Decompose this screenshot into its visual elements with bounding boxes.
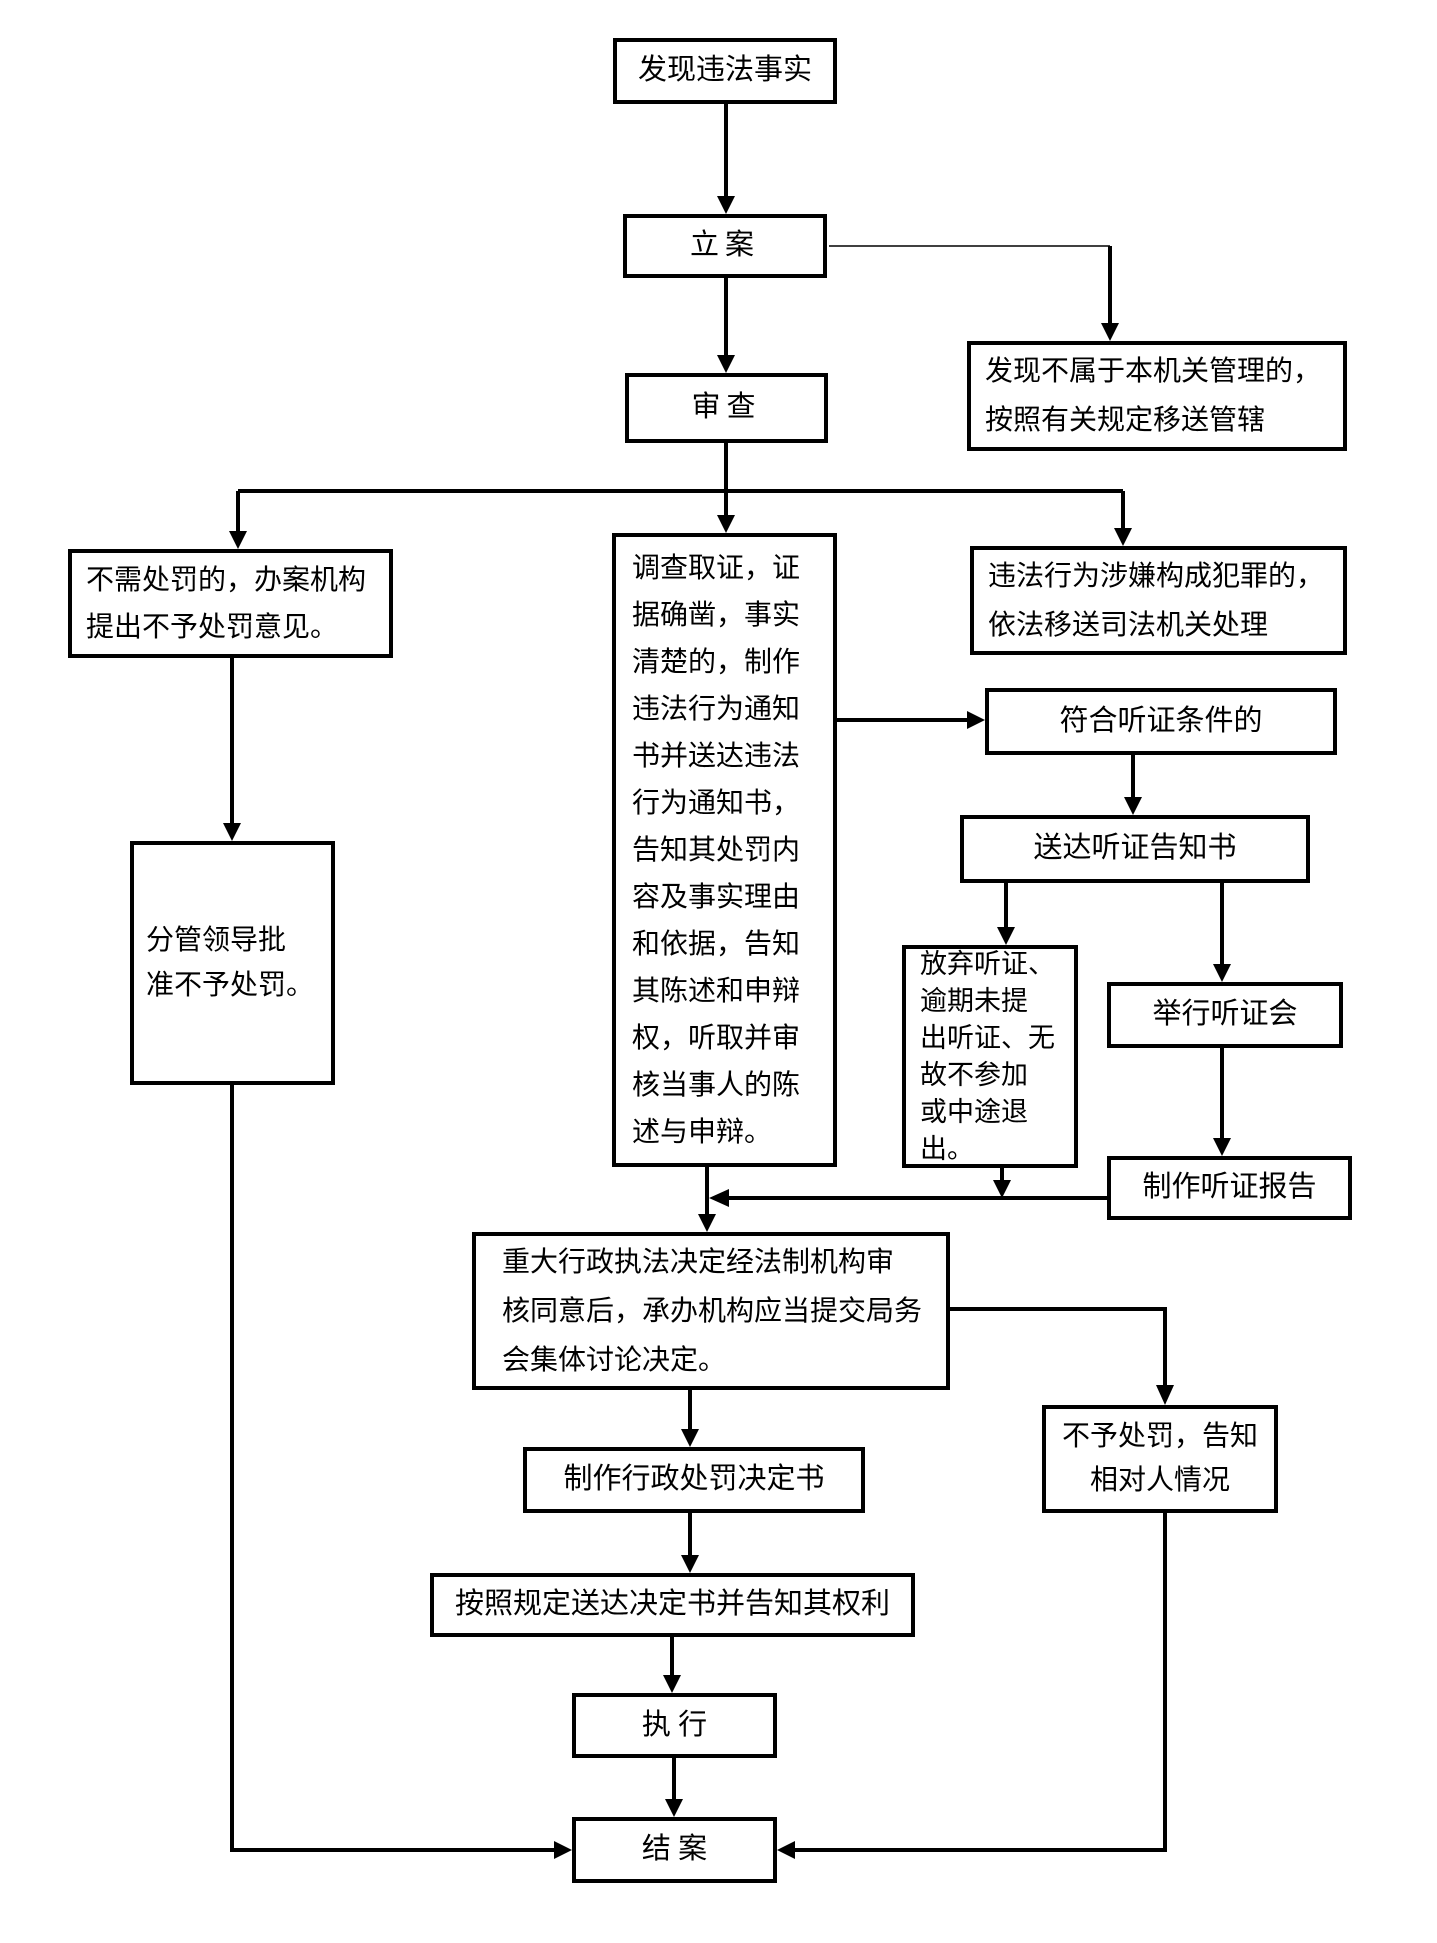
connector-nopenalty-close <box>793 1513 1167 1852</box>
node-review: 审查 <box>625 373 828 443</box>
arrowhead-down-icon <box>717 515 735 533</box>
node-close-case: 结 案 <box>572 1817 777 1883</box>
node-label: 执 行 <box>641 1708 708 1741</box>
arrowhead-down-icon <box>223 823 241 841</box>
node-no-penalty-opinion: 不需处罚的，办案机构 提出不予处罚意见。 <box>68 549 393 658</box>
node-label: 放弃听证、 逾期未提 出听证、无 故不参加 或中途退 出。 <box>920 948 1055 1164</box>
node-hearing-notice: 送达听证告知书 <box>960 815 1310 883</box>
arrowhead-down-icon <box>698 1214 716 1232</box>
arrowhead-right-icon <box>967 711 985 729</box>
node-hearing-eligible: 符合听证条件的 <box>985 688 1337 755</box>
arrowhead-down-icon <box>681 1555 699 1573</box>
node-label: 不予处罚，告知 相对人情况 <box>1061 1421 1258 1496</box>
node-investigate-evidence: 调查取证，证 据确凿，事实 清楚的，制作 违法行为通知 书并送达违法 行为通知书… <box>612 533 837 1167</box>
node-label: 制作听证报告 <box>1142 1171 1317 1204</box>
node-label: 立案 <box>689 229 760 262</box>
node-label: 制作行政处罚决定书 <box>563 1463 825 1496</box>
node-transfer-judicial: 违法行为涉嫌构成犯罪的， 依法移送司法机关处理 <box>970 546 1347 655</box>
node-file-case: 立案 <box>623 214 827 278</box>
node-hearing-report: 制作听证报告 <box>1107 1156 1352 1220</box>
arrowhead-down-icon <box>1101 323 1119 341</box>
node-label: 按照规定送达决定书并告知其权利 <box>454 1588 890 1621</box>
node-execute: 执 行 <box>572 1693 777 1758</box>
node-label: 送达听证告知书 <box>1033 832 1237 865</box>
arrowhead-down-icon <box>717 196 735 214</box>
node-transfer-jurisdiction: 发现不属于本机关管理的， 按照有关规定移送管辖 <box>967 341 1347 451</box>
arrowhead-down-icon <box>1213 1138 1231 1156</box>
arrowhead-left-icon <box>709 1189 729 1207</box>
arrowhead-down-icon <box>993 1180 1011 1198</box>
arrowhead-down-icon <box>1114 528 1132 546</box>
node-label: 符合听证条件的 <box>1059 704 1263 737</box>
connector-major-nopenalty <box>950 1307 1167 1387</box>
node-label: 发现不属于本机关管理的， 按照有关规定移送管辖 <box>985 356 1322 436</box>
arrowhead-left-icon <box>777 1841 795 1859</box>
node-deliver-decision: 按照规定送达决定书并告知其权利 <box>430 1573 915 1637</box>
arrowhead-down-icon <box>681 1429 699 1447</box>
node-label: 调查取证，证 据确凿，事实 清楚的，制作 违法行为通知 书并送达违法 行为通知书… <box>632 552 801 1148</box>
node-label: 不需处罚的，办案机构 提出不予处罚意见。 <box>86 564 367 643</box>
node-hold-hearing: 举行听证会 <box>1107 982 1343 1048</box>
arrowhead-down-icon <box>1156 1385 1174 1405</box>
node-label: 结 案 <box>641 1833 708 1866</box>
node-label: 分管领导批 准不予处罚。 <box>146 925 315 1001</box>
node-label: 重大行政执法决定经法制机构审 核同意后，承办机构应当提交局务 会集体讨论决定。 <box>502 1246 923 1376</box>
arrowhead-down-icon <box>1213 964 1231 982</box>
node-major-decision: 重大行政执法决定经法制机构审 核同意后，承办机构应当提交局务 会集体讨论决定。 <box>472 1232 950 1390</box>
arrowhead-down-icon <box>229 531 247 549</box>
arrowhead-down-icon <box>717 355 735 373</box>
node-leader-approval: 分管领导批 准不予处罚。 <box>130 841 335 1085</box>
arrowhead-down-icon <box>665 1799 683 1817</box>
node-label: 审查 <box>691 391 762 424</box>
arrowhead-right-icon <box>554 1841 572 1859</box>
connector-leader-close <box>230 1085 556 1852</box>
arrowhead-down-icon <box>1124 797 1142 815</box>
node-penalty-decision-doc: 制作行政处罚决定书 <box>523 1447 865 1513</box>
arrowhead-down-icon <box>663 1675 681 1693</box>
arrowhead-down-icon <box>997 927 1015 945</box>
node-label: 违法行为涉嫌构成犯罪的， 依法移送司法机关处理 <box>988 560 1325 641</box>
node-no-penalty-notify: 不予处罚，告知 相对人情况 <box>1042 1405 1278 1513</box>
node-label: 举行听证会 <box>1152 998 1298 1031</box>
node-label: 发现违法事实 <box>637 54 812 87</box>
node-waive-hearing: 放弃听证、 逾期未提 出听证、无 故不参加 或中途退 出。 <box>902 945 1078 1168</box>
node-discover-violation: 发现违法事实 <box>613 38 837 104</box>
